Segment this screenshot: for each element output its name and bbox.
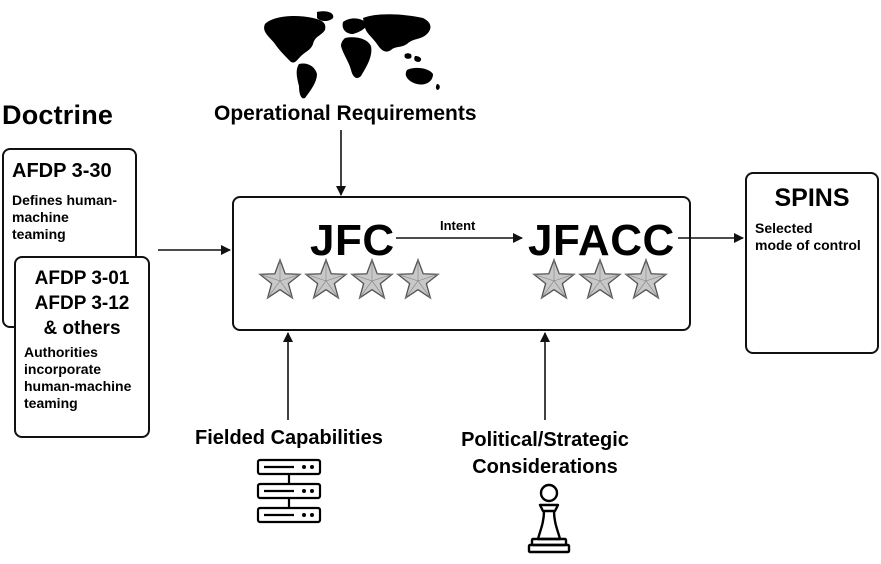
jfacc-stars: [532, 258, 672, 302]
doctrine-title: Doctrine: [2, 100, 114, 130]
jfacc-label: JFACC: [528, 216, 675, 265]
spins-text: Selected mode of control: [755, 220, 861, 254]
star-icon: [304, 258, 348, 300]
afdp-heading-line: AFDP 3-01: [34, 268, 130, 289]
star-icon: [396, 258, 440, 300]
spins-line: mode of control: [755, 237, 861, 253]
spins-box: SPINS Selected mode of control: [745, 172, 879, 354]
spins-title: SPINS: [774, 184, 850, 212]
afdp-3-30-line: machine: [12, 209, 69, 225]
star-icon: [350, 258, 394, 300]
star-icon: [624, 258, 668, 300]
afdp-others-line: teaming: [24, 395, 78, 411]
political-line: Political/Strategic: [461, 429, 629, 451]
afdp-heading-line: & others: [43, 318, 121, 339]
afdp-others-line: human-machine: [24, 378, 132, 394]
operational-requirements-label: Operational Requirements: [214, 102, 477, 125]
spins-line: Selected: [755, 220, 813, 236]
afdp-others-heading: AFDP 3-01 AFDP 3-12 & others: [16, 266, 148, 341]
afdp-3-30-heading: AFDP 3-30: [12, 160, 112, 182]
afdp-others-line: incorporate: [24, 361, 102, 377]
jfc-stars: [258, 258, 448, 302]
afdp-others-line: Authorities: [24, 344, 98, 360]
afdp-3-30-text: Defines human- machine teaming: [12, 192, 117, 243]
command-box: JFC JFACC Intent: [232, 196, 691, 331]
afdp-others-box: AFDP 3-01 AFDP 3-12 & others Authorities…: [14, 256, 150, 438]
server-rack-icon: [256, 458, 322, 524]
political-strategic-label: Political/Strategic Considerations: [440, 427, 650, 481]
afdp-others-text: Authorities incorporate human-machine te…: [24, 344, 131, 412]
fielded-capabilities-label: Fielded Capabilities: [195, 427, 383, 449]
afdp-3-30-line: teaming: [12, 226, 66, 242]
star-icon: [578, 258, 622, 300]
afdp-heading-line: AFDP 3-12: [34, 293, 130, 314]
chess-pawn-icon: [527, 483, 571, 554]
intent-label: Intent: [440, 218, 476, 233]
star-icon: [532, 258, 576, 300]
political-line: Considerations: [472, 456, 618, 478]
jfc-label: JFC: [310, 216, 395, 265]
star-icon: [258, 258, 302, 300]
world-map-icon: [264, 11, 440, 99]
afdp-3-30-line: Defines human-: [12, 192, 118, 208]
